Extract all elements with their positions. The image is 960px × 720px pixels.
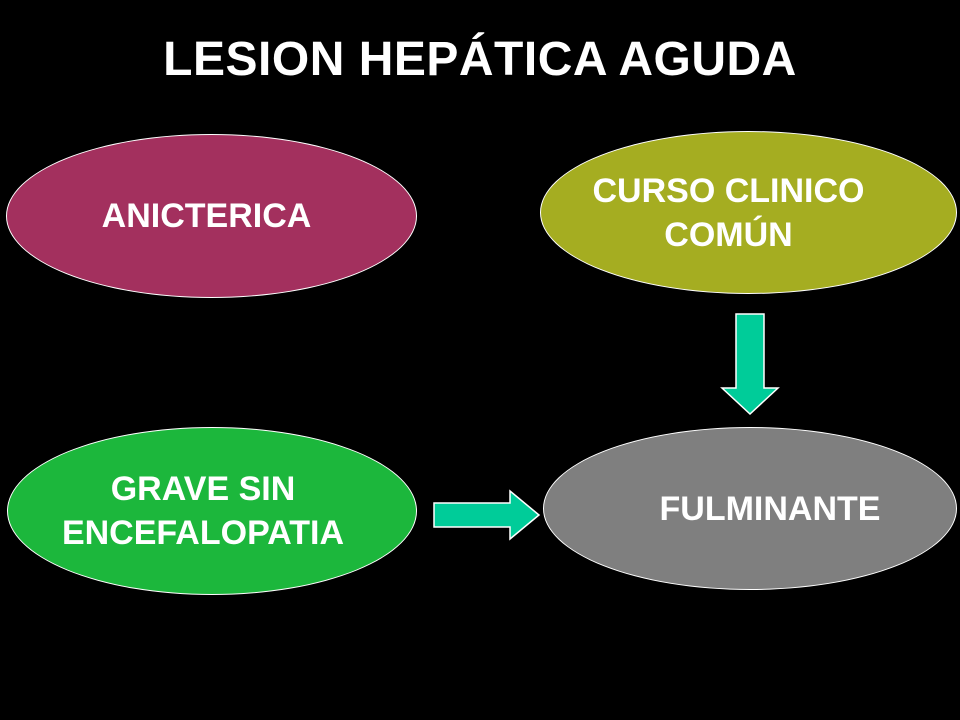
arrow-down-to-fulminante bbox=[720, 313, 780, 416]
node-anicterica: ANICTERICA bbox=[6, 134, 417, 298]
node-grave-sin-encefalopatia: GRAVE SIN ENCEFALOPATIA bbox=[7, 427, 417, 595]
node-curso-line1: CURSO CLINICO bbox=[592, 171, 865, 210]
arrow-down-shape bbox=[720, 313, 780, 416]
node-fulminante-label: FULMINANTE bbox=[659, 489, 881, 528]
node-curso-label: CURSO CLINICO COMÚN bbox=[593, 169, 865, 257]
node-curso-clinico-comun: CURSO CLINICO COMÚN bbox=[540, 131, 957, 294]
arrow-right-to-fulminante bbox=[433, 489, 541, 541]
node-fulminante: FULMINANTE bbox=[543, 427, 957, 590]
diagram-title: LESION HEPÁTICA AGUDA bbox=[163, 33, 797, 86]
node-grave-line2: ENCEFALOPATIA bbox=[61, 514, 345, 552]
node-curso-line2: COMÚN bbox=[664, 215, 793, 254]
node-anicterica-label: ANICTERICA bbox=[101, 197, 312, 235]
arrow-right-shape bbox=[433, 489, 541, 541]
node-grave-label: GRAVE SIN ENCEFALOPATIA bbox=[62, 467, 344, 555]
node-grave-line1: GRAVE SIN bbox=[110, 470, 296, 508]
